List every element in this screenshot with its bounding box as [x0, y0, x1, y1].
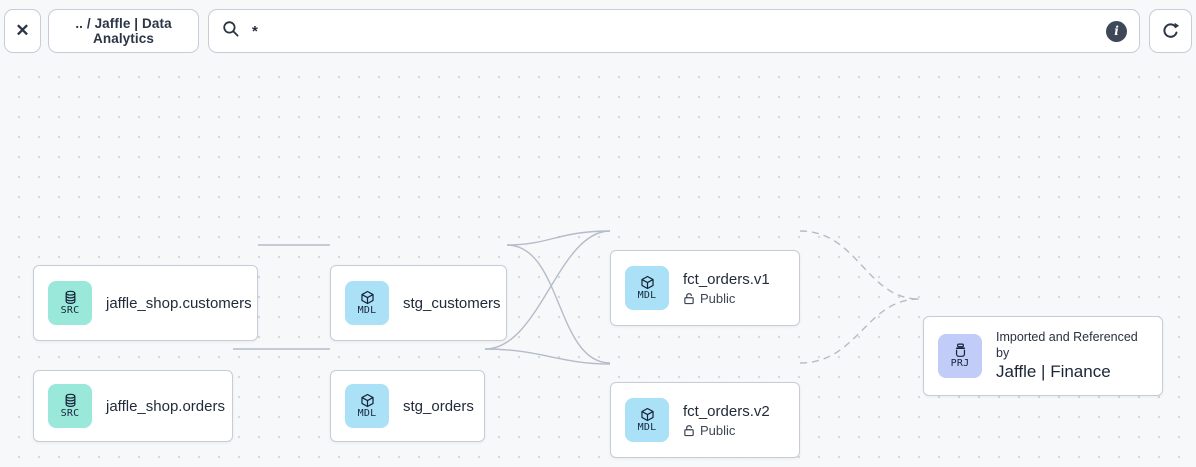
node-stg-orders[interactable]: MDL stg_orders	[330, 370, 485, 442]
search-icon	[221, 19, 241, 44]
edge-stg_orders-to-fct_orders_v2	[484, 348, 611, 365]
edge-stg_customers-to-fct_orders_v1	[506, 230, 611, 246]
search-input[interactable]	[252, 22, 1095, 40]
jar-icon	[955, 343, 965, 357]
breadcrumb-label: .. / Jaffle | Data Analytics	[75, 16, 172, 46]
badge-label: PRJ	[950, 358, 970, 369]
edge-fct_orders_v2-to-prj_finance	[799, 298, 920, 364]
badge-label: MDL	[637, 290, 657, 301]
badge-label: MDL	[357, 408, 377, 419]
node-title: fct_orders.v1	[683, 271, 770, 288]
badge-label: SRC	[60, 305, 80, 316]
node-jaffle-shop-orders[interactable]: SRC jaffle_shop.orders	[33, 370, 233, 442]
cube-icon	[640, 275, 654, 290]
edges-layer	[233, 230, 920, 365]
edge-stg_orders-to-fct_orders_v1	[484, 230, 611, 350]
node-eyebrow: Imported and Referenced by	[996, 330, 1138, 360]
access-label: Public	[700, 423, 736, 438]
source-badge: SRC	[48, 281, 92, 325]
lineage-canvas[interactable]: SRC jaffle_shop.customers SRC jaffle_sho…	[0, 58, 1196, 467]
edge-fct_orders_v1-to-prj_finance	[799, 230, 920, 300]
cube-icon	[360, 393, 374, 408]
cube-icon	[360, 290, 374, 305]
database-icon	[65, 290, 75, 305]
project-badge: PRJ	[938, 334, 982, 378]
cube-icon	[640, 407, 654, 422]
model-badge: MDL	[345, 281, 389, 325]
node-project-jaffle-finance[interactable]: PRJ Imported and Referenced by Jaffle | …	[923, 316, 1163, 396]
refresh-button[interactable]	[1149, 9, 1192, 53]
unlock-icon	[684, 425, 694, 437]
refresh-icon	[1160, 19, 1181, 43]
database-icon	[65, 393, 75, 408]
node-title: stg_customers	[403, 294, 501, 312]
access-label: Public	[700, 291, 736, 306]
search-box[interactable]: i	[208, 9, 1140, 53]
node-title: jaffle_shop.orders	[106, 397, 225, 415]
model-badge: MDL	[345, 384, 389, 428]
source-badge: SRC	[48, 384, 92, 428]
node-title: Jaffle | Finance	[996, 362, 1111, 381]
breadcrumb[interactable]: .. / Jaffle | Data Analytics	[48, 9, 199, 53]
close-button[interactable]: ✕	[4, 9, 41, 53]
node-jaffle-shop-customers[interactable]: SRC jaffle_shop.customers	[33, 265, 258, 341]
node-fct-orders-v1[interactable]: MDL fct_orders.v1 Public	[610, 250, 800, 326]
node-title: jaffle_shop.customers	[106, 294, 252, 312]
badge-label: MDL	[357, 305, 377, 316]
info-icon[interactable]: i	[1106, 20, 1127, 42]
edge-stg_customers-to-fct_orders_v2	[506, 244, 611, 364]
node-title: stg_orders	[403, 397, 474, 415]
node-fct-orders-v2[interactable]: MDL fct_orders.v2 Public	[610, 382, 800, 458]
model-badge: MDL	[625, 266, 669, 310]
node-title: fct_orders.v2	[683, 403, 770, 420]
badge-label: SRC	[60, 408, 80, 419]
node-stg-customers[interactable]: MDL stg_customers	[330, 265, 507, 341]
model-badge: MDL	[625, 398, 669, 442]
close-icon: ✕	[15, 21, 30, 40]
unlock-icon	[684, 293, 694, 305]
badge-label: MDL	[637, 422, 657, 433]
